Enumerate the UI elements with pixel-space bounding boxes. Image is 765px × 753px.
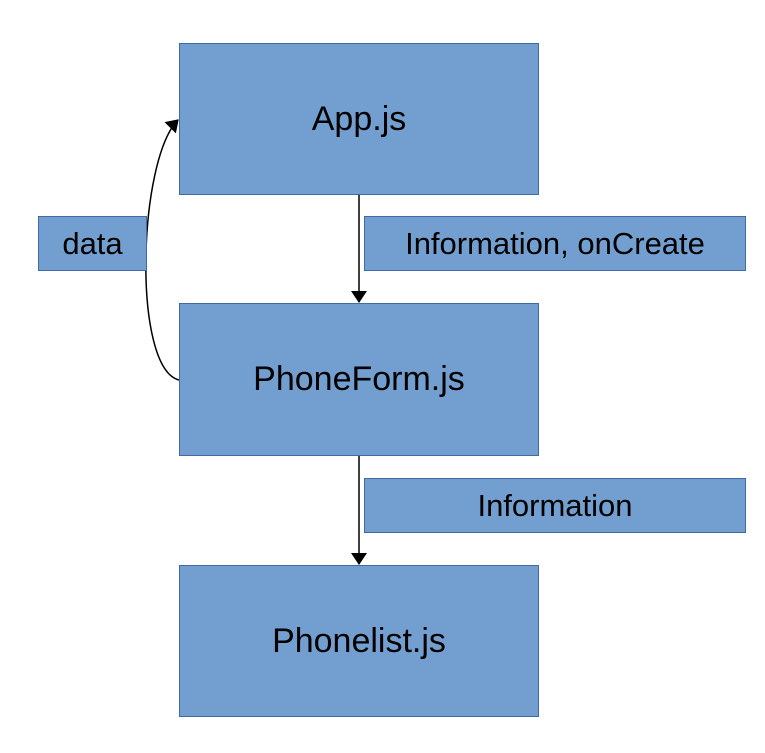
edge-label-data: data [38, 216, 147, 271]
node-app[interactable]: App.js [179, 43, 539, 195]
edge-label-information-oncreate-text: Information, onCreate [405, 225, 705, 261]
node-phoneform-label: PhoneForm.js [253, 360, 465, 398]
node-phonelist[interactable]: Phonelist.js [179, 565, 539, 717]
edge-label-information-text: Information [477, 487, 633, 523]
node-app-label: App.js [311, 99, 407, 138]
edge-label-data-text: data [62, 225, 123, 261]
edge-label-information: Information [364, 478, 746, 533]
edge-label-information-oncreate: Information, onCreate [364, 216, 746, 271]
node-phoneform[interactable]: PhoneForm.js [179, 303, 539, 456]
node-phonelist-label: Phonelist.js [272, 621, 446, 660]
arrow-phoneform-to-app [145, 119, 180, 381]
